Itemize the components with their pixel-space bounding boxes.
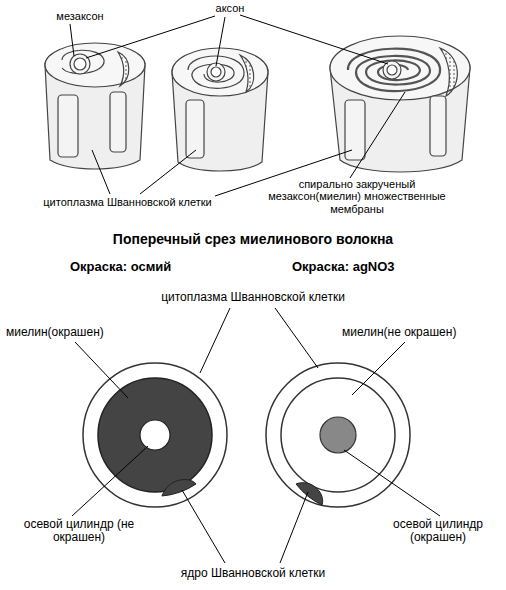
- part-label: ядро Шванновской клетки: [143, 567, 363, 580]
- part-label: цитоплазма Шванновской клетки: [40, 196, 215, 208]
- schwann-cell-stage-2: [172, 48, 268, 171]
- part-label: мезаксон: [40, 10, 120, 22]
- part-label: миелин(не окрашен): [342, 326, 502, 339]
- part-label: осевой цилиндр (не окрашен): [4, 518, 154, 545]
- part-label: аксон: [190, 2, 270, 14]
- schwann-cell-stage-3: [330, 36, 470, 172]
- part-label: спирально закрученый мезаксон(миелин) мн…: [262, 178, 452, 215]
- part-label: миелин(окрашен): [6, 326, 156, 339]
- diagram-title: Поперечный срез миелинового волокна: [20, 232, 486, 248]
- stain-label: Окраска: agNO3: [292, 260, 442, 275]
- schwann-cell-stage-1: [45, 43, 145, 169]
- stain-label: Окраска: осмий: [70, 260, 220, 275]
- leader-lines: [70, 15, 405, 196]
- part-label: цитоплазма Шванновской клетки: [150, 291, 356, 304]
- cross-section-silver: [266, 363, 410, 507]
- part-label: осевой цилиндр (окрашен): [374, 518, 502, 545]
